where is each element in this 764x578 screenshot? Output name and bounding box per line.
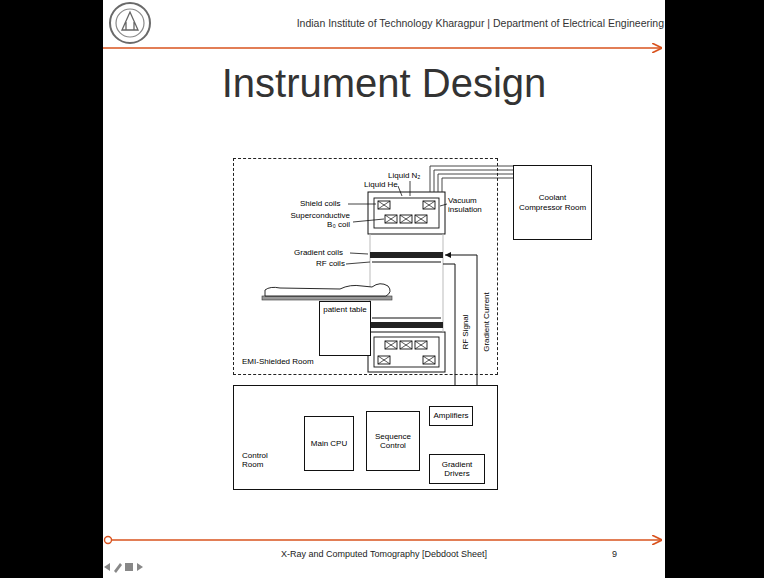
footer-text: X-Ray and Computed Tomography [Debdoot S… [103, 549, 665, 559]
node-text: EMI-Shielded Room [242, 357, 352, 366]
room-region: EMI-Shielded Room patient table [233, 158, 498, 375]
header-text: Indian Institute of Technology Kharagpur… [190, 17, 664, 29]
part-label: Liquid He [364, 180, 398, 189]
signal-name: Gradient Current [482, 292, 491, 352]
process-box: Sequence Control [366, 411, 420, 471]
coolant-lines [430, 166, 513, 192]
patient-figure [262, 284, 392, 300]
page-number: 9 [612, 549, 617, 559]
header-rule [103, 48, 662, 49]
room-box: Control Room Main CPU Sequence Control Ampl… [233, 385, 498, 490]
footer-rule [105, 537, 663, 544]
node-text: Main CPU [309, 439, 349, 448]
node-text: Coolant Compressor Room [514, 193, 591, 211]
leader-lines [346, 181, 447, 264]
process-box: Gradient Drivers [429, 454, 485, 484]
part-label: Liquid N₂ [388, 171, 420, 180]
part-label: RF coils [316, 259, 345, 268]
node-text: Amplifiers [431, 411, 470, 420]
node-text: Sequence Control [367, 432, 419, 450]
signal-name: RF Signal [461, 314, 470, 349]
node-text: patient table [321, 305, 369, 314]
institute-logo [110, 3, 150, 43]
bore-coils [370, 234, 443, 332]
part-label: Vacuum insulation [448, 196, 494, 214]
part-label: Gradient coils [294, 248, 343, 257]
part-label: Superconductive B₀ coil [280, 211, 350, 229]
nav-icons [104, 563, 143, 573]
magnet-cryostat [368, 192, 445, 372]
node-text: Gradient Drivers [430, 460, 484, 478]
process-box: Main CPU [304, 416, 354, 471]
room-box: Coolant Compressor Room [513, 165, 592, 240]
part-label: Shield coils [300, 199, 340, 208]
table-box: patient table [319, 301, 371, 356]
node-text: Control Room [242, 451, 282, 469]
slide-title: Instrument Design [103, 60, 665, 106]
process-box: Amplifiers [429, 406, 473, 426]
